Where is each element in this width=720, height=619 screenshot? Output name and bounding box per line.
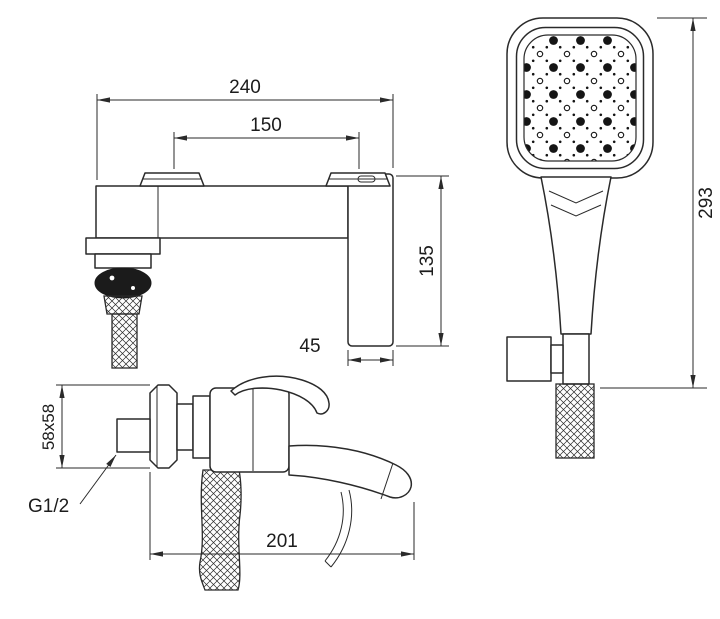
dim-trim-width xyxy=(347,350,394,366)
aerator-line xyxy=(380,462,394,500)
wall-union xyxy=(116,418,151,453)
thread-leader xyxy=(79,454,117,505)
body-neck-1 xyxy=(176,403,194,451)
holder-clamp xyxy=(550,344,564,374)
dim-label-201: 201 xyxy=(266,531,298,552)
under-body-hose xyxy=(198,469,242,591)
hose-nut xyxy=(103,295,143,315)
dim-label-240: 240 xyxy=(229,77,261,98)
dim-spout-reach xyxy=(149,472,415,560)
shower-handle xyxy=(540,176,612,335)
diverter-knob xyxy=(94,267,152,299)
dim-label-293: 293 xyxy=(696,187,717,219)
dim-label-58x58: 58x58 xyxy=(39,404,58,450)
handle-end-tube xyxy=(562,333,590,385)
diverter-flange xyxy=(85,237,161,255)
handle-facet-line xyxy=(548,190,604,204)
spout xyxy=(288,444,413,499)
dim-label-45: 45 xyxy=(299,336,320,357)
mixer-body-front xyxy=(95,185,349,239)
body-neck-2 xyxy=(192,395,211,459)
dim-body-height xyxy=(396,175,449,347)
thread-label-g12: G1/2 xyxy=(28,496,69,517)
shower-hose xyxy=(555,383,595,459)
dim-label-150: 150 xyxy=(250,115,282,136)
handle-facet-line xyxy=(550,204,602,217)
spray-face xyxy=(523,34,637,162)
outlet-hose xyxy=(111,313,138,369)
dim-shower-height xyxy=(600,17,707,389)
pull-rod-curve xyxy=(330,489,353,568)
trim-plate xyxy=(347,173,394,347)
wall-holder xyxy=(506,336,552,382)
dim-label-135: 135 xyxy=(417,245,438,277)
lever-handle xyxy=(230,375,330,415)
pull-rod-curve xyxy=(324,491,344,562)
side-view xyxy=(116,375,413,591)
front-view xyxy=(85,172,394,369)
shower-head-inner-rim xyxy=(515,26,645,170)
dim-mounting-centers xyxy=(173,132,360,169)
mixer-body-side xyxy=(209,387,290,473)
dim-overall-width xyxy=(96,94,394,180)
bracket-screw-slot xyxy=(357,175,376,183)
diverter-neck xyxy=(94,253,152,269)
escutcheon-side xyxy=(149,384,178,469)
hand-shower-view xyxy=(506,17,654,459)
dim-escutcheon xyxy=(56,384,150,469)
